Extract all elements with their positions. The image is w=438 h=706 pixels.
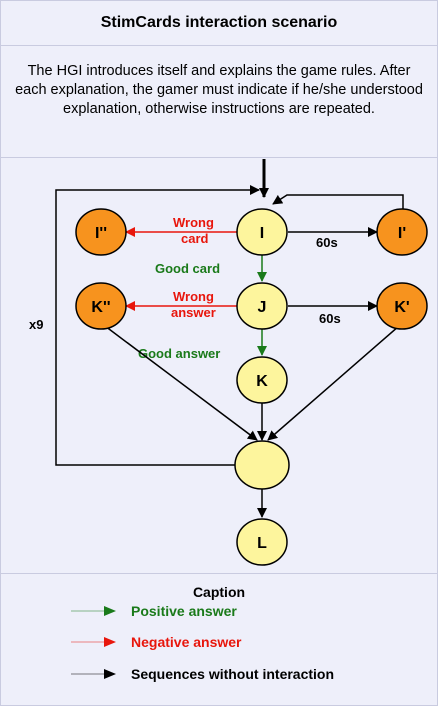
node-L-label: L [257, 535, 267, 552]
edge-Kprime-to-merge [267, 325, 400, 441]
legend-item-negative: Negative answer [71, 632, 242, 652]
node-K-prime: K' [376, 282, 428, 330]
node-I-prime-label: I' [398, 225, 406, 242]
node-I-prime: I' [376, 208, 428, 256]
label-loop-x9: x9 [29, 317, 43, 332]
edge-Kdoubleprime-to-merge [104, 325, 258, 441]
label-wrong-answer-2: answer [171, 305, 216, 320]
node-I-label: I [260, 225, 264, 242]
intro-text: The HGI introduces itself and explains t… [1, 46, 437, 158]
node-J: J [236, 282, 288, 330]
node-J-label: J [258, 299, 267, 316]
caption-legend: Caption Positive answer Negative answer … [1, 574, 437, 705]
legend-arrow-red-icon [71, 637, 116, 647]
legend-item-neutral: Sequences without interaction [71, 664, 334, 684]
legend-label-positive: Positive answer [131, 603, 237, 619]
node-K-double-prime-label: K'' [91, 299, 110, 316]
edge-Iprime-to-I [272, 194, 404, 213]
legend-arrow-black-icon [71, 669, 116, 679]
label-good-answer: Good answer [138, 346, 220, 361]
caption-title: Caption [192, 584, 246, 600]
label-wrong-card-1: Wrong [173, 215, 214, 230]
legend-label-neutral: Sequences without interaction [131, 666, 335, 682]
label-good-card: Good card [155, 261, 220, 276]
node-I-double-prime-label: I'' [95, 225, 107, 242]
node-I: I [236, 208, 288, 256]
diagram-title: StimCards interaction scenario [1, 1, 437, 46]
legend-arrow-green-icon [71, 606, 116, 616]
node-K: K [236, 356, 288, 404]
label-timeout-mid: 60s [319, 311, 341, 326]
label-wrong-answer-1: Wrong [173, 289, 214, 304]
flow-diagram-svg: x9 Wrong card 60s Good card Wrong answer… [29, 159, 428, 566]
legend-label-negative: Negative answer [131, 634, 242, 650]
node-I-double-prime: I'' [75, 208, 127, 256]
node-merge [234, 440, 290, 490]
edge-loop-x9 [55, 185, 260, 466]
legend-item-positive: Positive answer [71, 601, 237, 621]
node-L: L [236, 518, 288, 566]
flow-diagram: x9 Wrong card 60s Good card Wrong answer… [1, 159, 437, 574]
node-K-double-prime: K'' [75, 282, 127, 330]
label-wrong-card-2: card [181, 231, 209, 246]
label-timeout-top: 60s [316, 235, 338, 250]
node-K-prime-label: K' [394, 299, 409, 316]
node-K-label: K [256, 373, 268, 390]
